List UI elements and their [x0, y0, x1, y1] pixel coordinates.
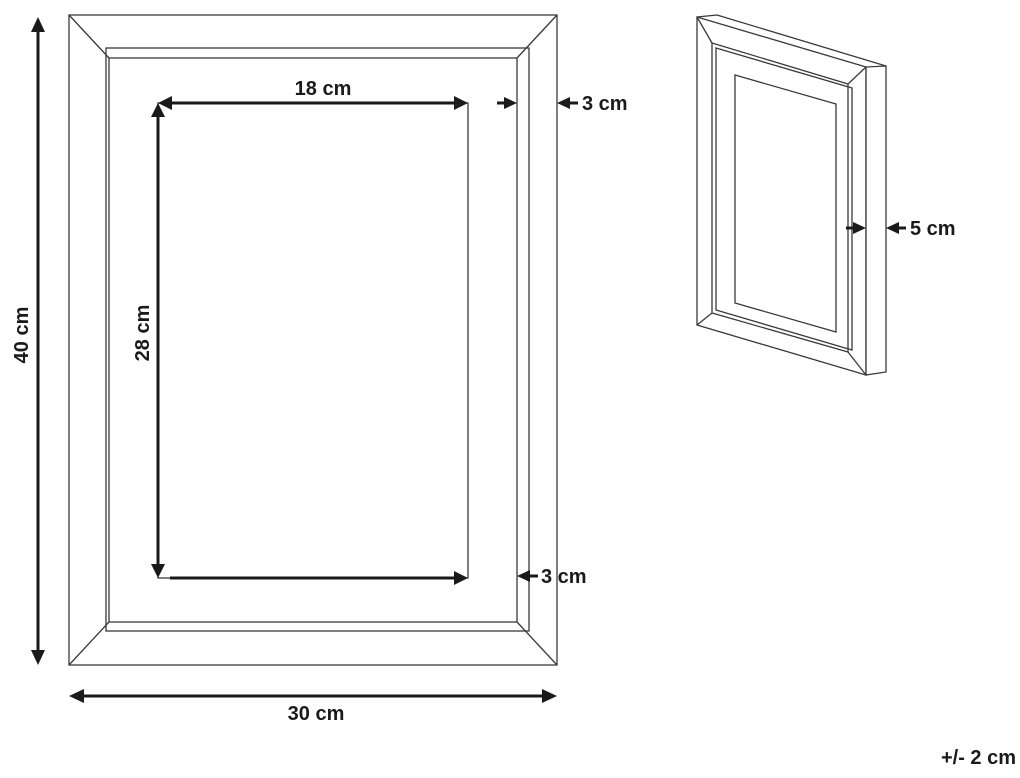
border-top-dimension: 3 cm — [497, 93, 628, 115]
border-top-label: 3 cm — [582, 93, 628, 115]
bevel-corner-br — [516, 621, 558, 666]
frame-outer-edge — [68, 14, 558, 666]
height-label: 40 cm — [11, 307, 33, 364]
side-frame-front-face — [696, 16, 867, 376]
bevel-corner-bl — [68, 621, 110, 666]
bevel-corner-tl — [68, 14, 110, 59]
bevel-corner-tr — [516, 14, 558, 59]
depth-dimension: 5 cm — [846, 218, 956, 240]
width-dimension: 30 cm — [69, 689, 557, 725]
frame-inner-opening — [108, 57, 518, 623]
side-frame-picture-area — [734, 74, 837, 333]
side-frame-depth-face — [865, 65, 887, 376]
width-label: 30 cm — [288, 703, 345, 725]
picture-bottom-arrow — [170, 571, 468, 585]
height-dimension: 40 cm — [11, 17, 45, 665]
picture-width-dimension: 18 cm — [158, 78, 468, 110]
picture-height-dimension: 28 cm — [132, 103, 165, 578]
border-bottom-label: 3 cm — [541, 566, 587, 588]
depth-label: 5 cm — [910, 218, 956, 240]
frame-bevel-edge — [105, 47, 530, 632]
side-frame — [696, 14, 887, 376]
picture-height-label: 28 cm — [132, 305, 154, 362]
tolerance-note: +/- 2 cm — [941, 747, 1016, 769]
border-bottom-dimension: 3 cm — [517, 566, 587, 588]
picture-width-label: 18 cm — [295, 78, 352, 100]
